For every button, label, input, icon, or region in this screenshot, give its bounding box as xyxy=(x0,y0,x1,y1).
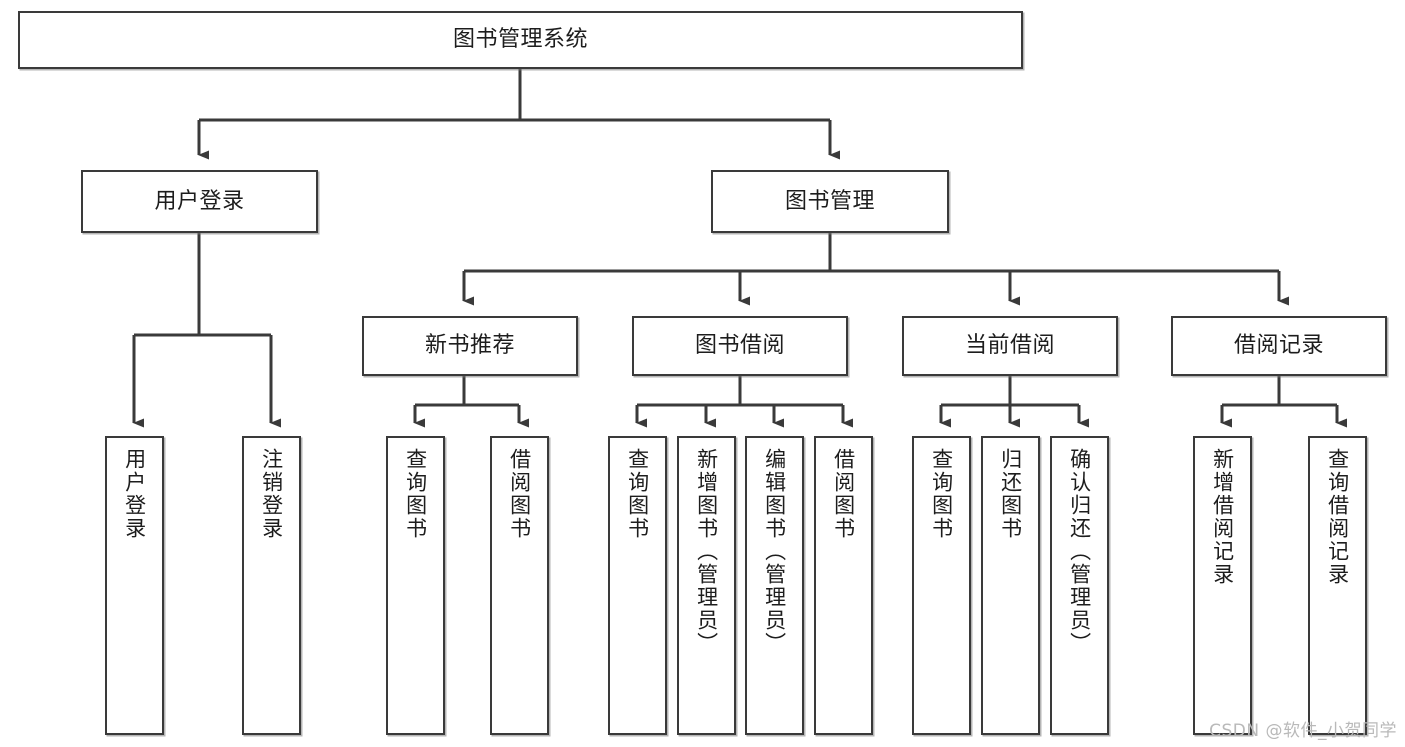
node-new-book-recommend[interactable]: 新书推荐 xyxy=(362,316,578,376)
node-label: 借阅记录 xyxy=(1233,333,1324,359)
node-leaf-edit-book-admin[interactable]: 编辑图书（管理员） xyxy=(745,436,804,735)
node-label: 当前借阅 xyxy=(964,333,1055,359)
node-label: 借阅图书 xyxy=(507,448,532,540)
node-label: 新增借阅记录 xyxy=(1210,448,1235,586)
node-leaf-confirm-return-admin[interactable]: 确认归还（管理员） xyxy=(1050,436,1109,735)
node-label: 确认归还（管理员） xyxy=(1067,448,1092,655)
node-leaf-add-book-admin[interactable]: 新增图书（管理员） xyxy=(677,436,736,735)
node-label: 图书管理 xyxy=(784,188,875,214)
node-label: 注销登录 xyxy=(259,448,284,540)
node-label: 查询图书 xyxy=(929,448,954,540)
node-leaf-user-login[interactable]: 用户登录 xyxy=(105,436,164,735)
node-label: 用户登录 xyxy=(154,188,245,214)
csdn-watermark: CSDN @软件_小贺同学 xyxy=(1209,721,1397,741)
node-label: 查询借阅记录 xyxy=(1325,448,1350,586)
node-label: 图书管理系统 xyxy=(452,27,588,53)
node-leaf-query-book-current[interactable]: 查询图书 xyxy=(912,436,971,735)
node-leaf-add-borrow-record[interactable]: 新增借阅记录 xyxy=(1193,436,1252,735)
node-label: 查询图书 xyxy=(403,448,428,540)
node-leaf-user-logout[interactable]: 注销登录 xyxy=(242,436,301,735)
node-leaf-return-book[interactable]: 归还图书 xyxy=(981,436,1040,735)
node-label: 新书推荐 xyxy=(424,333,515,359)
node-label: 新增图书（管理员） xyxy=(694,448,719,655)
node-label: 编辑图书（管理员） xyxy=(762,448,787,655)
node-book-manage[interactable]: 图书管理 xyxy=(711,170,949,233)
node-leaf-query-borrow-record[interactable]: 查询借阅记录 xyxy=(1308,436,1367,735)
node-user-login[interactable]: 用户登录 xyxy=(81,170,318,233)
node-root-book-management-system[interactable]: 图书管理系统 xyxy=(18,11,1023,69)
node-label: 归还图书 xyxy=(998,448,1023,540)
node-label: 用户登录 xyxy=(122,448,147,540)
node-current-borrow[interactable]: 当前借阅 xyxy=(902,316,1118,376)
node-leaf-borrow-book-borrow[interactable]: 借阅图书 xyxy=(814,436,873,735)
node-leaf-query-book-new-recommend[interactable]: 查询图书 xyxy=(386,436,445,735)
node-label: 图书借阅 xyxy=(694,333,785,359)
node-book-borrow[interactable]: 图书借阅 xyxy=(632,316,848,376)
node-leaf-query-book-borrow[interactable]: 查询图书 xyxy=(608,436,667,735)
node-leaf-borrow-book-new-recommend[interactable]: 借阅图书 xyxy=(490,436,549,735)
node-label: 借阅图书 xyxy=(831,448,856,540)
node-label: 查询图书 xyxy=(625,448,650,540)
node-borrow-record[interactable]: 借阅记录 xyxy=(1171,316,1387,376)
